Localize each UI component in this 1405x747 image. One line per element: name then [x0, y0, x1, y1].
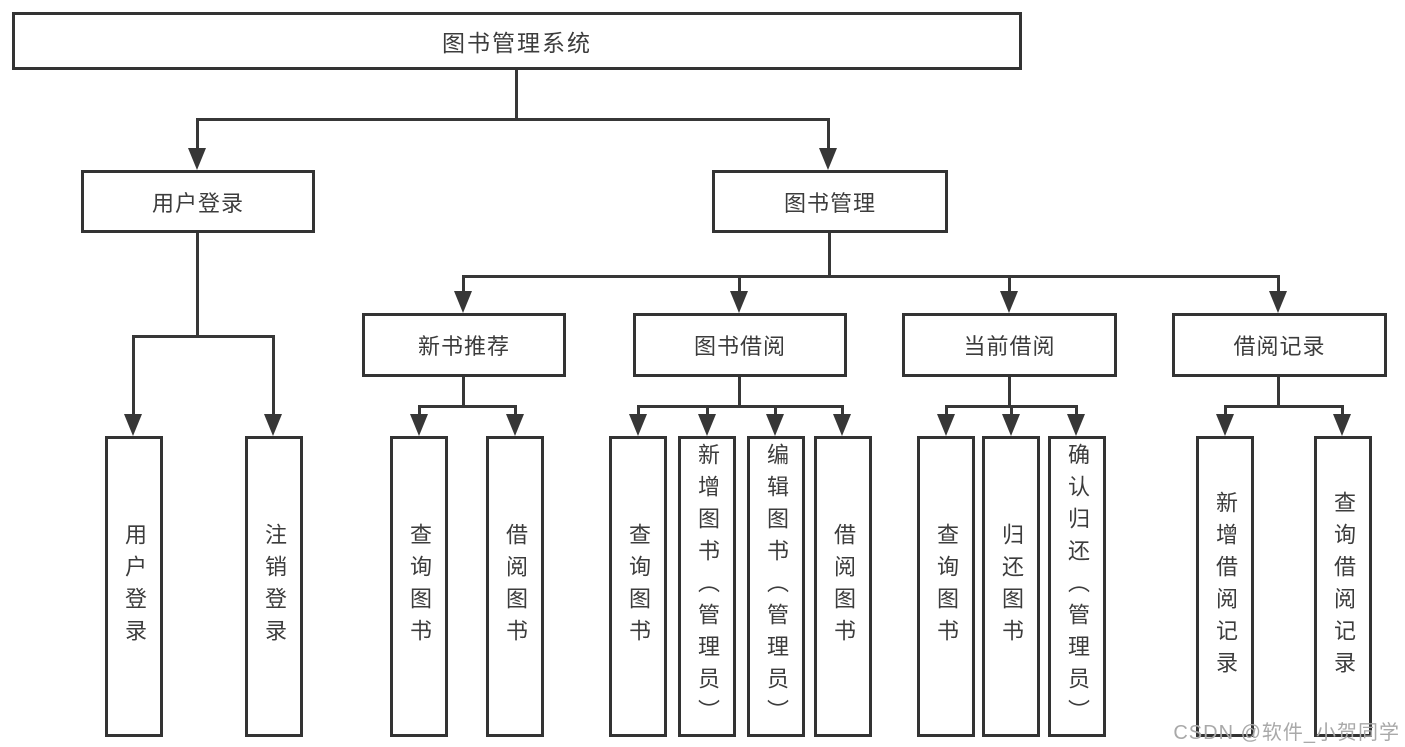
- connector-line: [706, 405, 709, 417]
- connector-line: [945, 405, 948, 417]
- connector-line: [132, 335, 135, 417]
- connector-line: [514, 405, 517, 417]
- connector-line: [1010, 405, 1013, 417]
- leaf-borrow-books-2: 借阅图书: [814, 436, 872, 737]
- node-current-borrow-label: 当前借阅: [963, 334, 1056, 359]
- connector-line: [132, 335, 275, 338]
- connector-line: [841, 405, 844, 417]
- connector-line: [738, 377, 741, 407]
- arrow-down-icon: [506, 414, 524, 436]
- node-book-management-label: 图书管理: [783, 190, 876, 216]
- node-root-label: 图书管理系统: [442, 30, 592, 56]
- leaf-query-books-1: 查询图书: [390, 436, 448, 737]
- node-borrow-records-label: 借阅记录: [1233, 334, 1326, 359]
- connector-line: [418, 405, 421, 417]
- connector-line: [462, 275, 465, 293]
- connector-line: [827, 118, 830, 152]
- arrow-down-icon: [1269, 291, 1287, 313]
- arrow-down-icon: [730, 291, 748, 313]
- connector-line: [1277, 275, 1280, 293]
- leaf-query-borrow-record: 查询借阅记录: [1314, 436, 1372, 737]
- leaf-add-book-admin-label: 新增图书（管理员）: [695, 442, 720, 731]
- connector-line: [418, 405, 516, 408]
- leaf-user-login: 用户登录: [105, 436, 163, 737]
- leaf-query-books-2: 查询图书: [609, 436, 667, 737]
- leaf-user-login-label: 用户登录: [122, 522, 147, 651]
- leaf-borrow-books-1-label: 借阅图书: [503, 522, 528, 651]
- leaf-borrow-books-2-label: 借阅图书: [831, 522, 856, 651]
- connector-line: [637, 405, 844, 408]
- arrow-down-icon: [629, 414, 647, 436]
- connector-line: [1277, 377, 1280, 407]
- leaf-return-book: 归还图书: [982, 436, 1040, 737]
- arrow-down-icon: [1216, 414, 1234, 436]
- leaf-logout: 注销登录: [245, 436, 303, 737]
- leaf-edit-book-admin-label: 编辑图书（管理员）: [764, 442, 789, 731]
- node-book-borrow: 图书借阅: [633, 313, 847, 377]
- arrow-down-icon: [1067, 414, 1085, 436]
- connector-line: [774, 405, 777, 417]
- leaf-add-book-admin: 新增图书（管理员）: [678, 436, 736, 737]
- connector-line: [637, 405, 640, 417]
- arrow-down-icon: [1333, 414, 1351, 436]
- connector-line: [1224, 405, 1227, 417]
- connector-line: [1341, 405, 1344, 417]
- leaf-confirm-return-admin-label: 确认归还（管理员）: [1065, 442, 1090, 731]
- leaf-borrow-books-1: 借阅图书: [486, 436, 544, 737]
- arrow-down-icon: [819, 148, 837, 170]
- arrow-down-icon: [410, 414, 428, 436]
- leaf-return-book-label: 归还图书: [999, 522, 1024, 651]
- leaf-query-books-2-label: 查询图书: [626, 522, 651, 651]
- connector-line: [738, 275, 741, 293]
- connector-line: [196, 118, 199, 152]
- leaf-add-borrow-record: 新增借阅记录: [1196, 436, 1254, 737]
- leaf-confirm-return-admin: 确认归还（管理员）: [1048, 436, 1106, 737]
- arrow-down-icon: [766, 414, 784, 436]
- leaf-edit-book-admin: 编辑图书（管理员）: [747, 436, 805, 737]
- connector-line: [196, 233, 199, 335]
- connector-line: [828, 233, 831, 275]
- connector-line: [515, 70, 518, 118]
- node-user-login-label: 用户登录: [151, 190, 244, 216]
- node-user-login: 用户登录: [81, 170, 315, 233]
- connector-line: [1008, 377, 1011, 407]
- arrow-down-icon: [124, 414, 142, 436]
- arrow-down-icon: [1000, 291, 1018, 313]
- connector-line: [1224, 405, 1343, 408]
- arrow-down-icon: [264, 414, 282, 436]
- arrow-down-icon: [833, 414, 851, 436]
- connector-line: [1008, 275, 1011, 293]
- node-root: 图书管理系统: [12, 12, 1022, 70]
- node-book-management: 图书管理: [712, 170, 948, 233]
- leaf-query-books-3-label: 查询图书: [934, 522, 959, 651]
- leaf-add-borrow-record-label: 新增借阅记录: [1213, 490, 1238, 683]
- arrow-down-icon: [188, 148, 206, 170]
- arrow-down-icon: [454, 291, 472, 313]
- leaf-query-books-1-label: 查询图书: [407, 522, 432, 651]
- node-borrow-records: 借阅记录: [1172, 313, 1387, 377]
- arrow-down-icon: [1002, 414, 1020, 436]
- arrow-down-icon: [937, 414, 955, 436]
- node-new-book-recommend-label: 新书推荐: [417, 334, 510, 359]
- csdn-watermark: CSDN @软件_小贺同学: [1173, 722, 1400, 744]
- leaf-query-borrow-record-label: 查询借阅记录: [1331, 490, 1356, 683]
- node-current-borrow: 当前借阅: [902, 313, 1117, 377]
- arrow-down-icon: [698, 414, 716, 436]
- node-book-borrow-label: 图书借阅: [693, 334, 786, 359]
- connector-line: [462, 377, 465, 407]
- leaf-query-books-3: 查询图书: [917, 436, 975, 737]
- connector-line: [272, 335, 275, 417]
- connector-line: [196, 118, 830, 121]
- node-new-book-recommend: 新书推荐: [362, 313, 566, 377]
- connector-line: [462, 275, 1280, 278]
- connector-line: [1075, 405, 1078, 417]
- leaf-logout-label: 注销登录: [262, 522, 287, 651]
